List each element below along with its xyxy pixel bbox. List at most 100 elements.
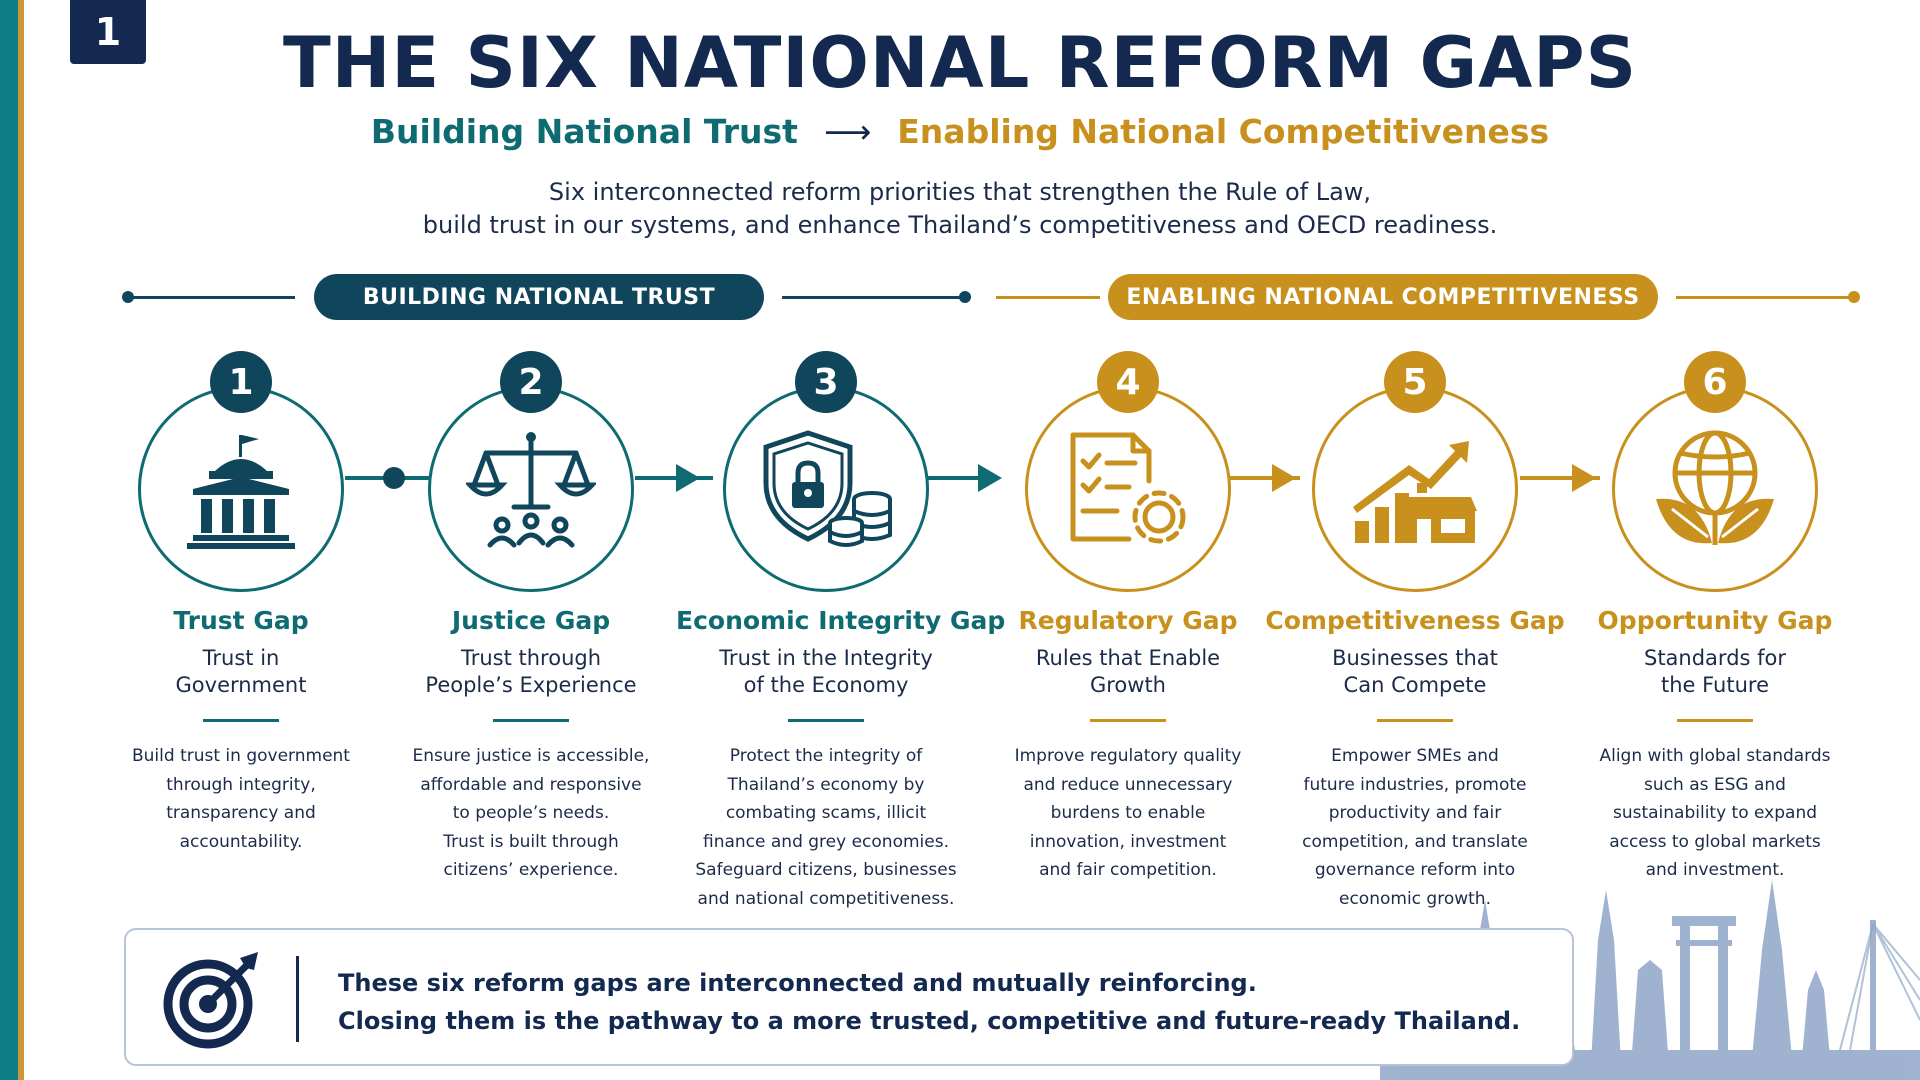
band-line — [130, 296, 295, 299]
gap-number-badge: 3 — [795, 351, 857, 413]
checklist-gear-icon — [1070, 432, 1186, 544]
desc-line: Trust is built through — [443, 831, 619, 852]
desc-line: and fair competition. — [1039, 860, 1217, 880]
desc-line: Empower SMEs and — [1331, 746, 1499, 766]
band-line — [996, 296, 1100, 299]
band-building-national-trust: BUILDING NATIONAL TRUST — [314, 274, 764, 320]
growth-chart-store-icon — [1353, 441, 1477, 543]
desc-line: future industries, promote — [1303, 774, 1527, 795]
gap-card-justice: 2 Justice Gap Trust th — [381, 348, 681, 885]
gap-description: Protect the integrity of Thailand’s econ… — [676, 742, 976, 913]
gap-number-badge: 2 — [500, 351, 562, 413]
intro-line: build trust in our systems, and enhance … — [422, 211, 1498, 239]
gap-divider — [1377, 719, 1453, 722]
gap-description: Build trust in government through integr… — [91, 742, 391, 856]
band-end-dot — [122, 291, 134, 303]
desc-line: competition, and translate — [1302, 831, 1528, 852]
desc-line: Protect the integrity of — [729, 746, 923, 766]
gap-name: Regulatory Gap — [1018, 606, 1238, 635]
gap-tagline: Standards for the Future — [1565, 645, 1865, 699]
tagline-line: Standards for — [1643, 646, 1787, 670]
desc-line: and national competitiveness. — [697, 888, 955, 909]
subtitle-arrow-icon: ⟶ — [823, 112, 872, 151]
desc-line: such as ESG and — [1644, 774, 1786, 795]
connector-arrow-icon — [978, 464, 1002, 492]
gap-card-regulatory: 4 Regulatory Gap Rules that Enable Growt… — [978, 348, 1278, 885]
tagline-line: People’s Experience — [425, 673, 637, 697]
gap-name: Trust Gap — [173, 606, 309, 635]
desc-line: economic growth. — [1339, 888, 1491, 909]
gap-number-badge: 5 — [1384, 351, 1446, 413]
connector-line — [635, 476, 713, 480]
gap-divider — [1090, 719, 1166, 722]
desc-line: finance and grey economies. — [703, 831, 949, 852]
desc-line: through integrity, — [166, 774, 316, 795]
desc-line: Safeguard citizens, businesses — [695, 860, 957, 880]
gap-card-opportunity: 6 Opportunity Gap Standards for the Futu… — [1565, 348, 1865, 885]
gap-name: Economic Integrity Gap — [676, 606, 1006, 635]
gap-tagline: Trust in the Integrity of the Economy — [676, 645, 976, 699]
tagline-line: Businesses that — [1332, 646, 1498, 670]
connector-arrow-icon — [676, 464, 700, 492]
subtitle: Building National Trust⟶Enabling Nationa… — [0, 112, 1920, 151]
desc-line: productivity and fair — [1328, 803, 1502, 823]
gap-tagline: Trust through People’s Experience — [381, 645, 681, 699]
gap-description: Align with global standards such as ESG … — [1565, 742, 1865, 885]
gap-icon-circle: 3 — [723, 351, 929, 592]
gap-divider — [203, 719, 279, 722]
government-building-icon — [187, 435, 295, 549]
desc-line: combating scams, illicit — [725, 803, 927, 823]
footer-message: These six reform gaps are interconnected… — [338, 964, 1520, 1040]
tagline-line: Rules that Enable — [1035, 646, 1221, 670]
gap-divider — [1677, 719, 1753, 722]
intro-text: Six interconnected reform priorities tha… — [0, 176, 1920, 242]
desc-line: and investment. — [1645, 860, 1785, 880]
subtitle-trust: Building National Trust — [370, 112, 798, 151]
desc-line: Build trust in government — [132, 746, 350, 766]
desc-line: innovation, investment — [1029, 831, 1227, 852]
intro-line: Six interconnected reform priorities tha… — [548, 178, 1372, 206]
desc-line: accountability. — [179, 831, 303, 852]
tagline-line: Trust through — [460, 646, 602, 670]
band-end-dot — [1848, 291, 1860, 303]
connector-arrow-icon — [1272, 464, 1296, 492]
gap-name: Competitiveness Gap — [1265, 606, 1565, 635]
desc-line: transparency and — [166, 803, 316, 823]
gap-number-badge: 4 — [1097, 351, 1159, 413]
footer-line: These six reform gaps are interconnected… — [338, 969, 1257, 997]
gap-card-economic-integrity: 3 Economic Integrity Gap Trust in the In… — [676, 348, 1006, 913]
desc-line: Improve regulatory quality — [1014, 746, 1242, 766]
band-end-dot — [959, 291, 971, 303]
desc-line: affordable and responsive — [420, 774, 642, 795]
page-number-badge: 1 — [70, 0, 146, 64]
desc-line: access to global markets — [1609, 831, 1821, 852]
connector-line — [1520, 476, 1600, 480]
gap-icon-circle: 4 — [1025, 351, 1231, 592]
gap-icon-circle: 6 — [1612, 351, 1818, 592]
gap-divider — [493, 719, 569, 722]
gap-icon-circle: 2 — [428, 351, 634, 592]
tagline-line: Can Compete — [1343, 673, 1487, 697]
desc-line: governance reform into — [1314, 860, 1516, 880]
connector-arrow-icon — [1572, 464, 1596, 492]
gap-tagline: Businesses that Can Compete — [1265, 645, 1565, 699]
tagline-line: Growth — [1089, 673, 1166, 697]
connector-dot — [383, 467, 405, 489]
desc-line: citizens’ experience. — [443, 860, 619, 880]
tagline-line: Trust in — [202, 646, 280, 670]
gap-number-badge: 6 — [1684, 351, 1746, 413]
connector-line — [1230, 476, 1300, 480]
gap-description: Improve regulatory quality and reduce un… — [978, 742, 1278, 885]
desc-line: Thailand’s economy by — [727, 774, 925, 795]
desc-line: Ensure justice is accessible, — [412, 746, 650, 766]
band-line — [1676, 296, 1852, 299]
gap-name: Opportunity Gap — [1597, 606, 1833, 635]
gap-tagline: Trust in Government — [91, 645, 391, 699]
gap-card-trust: 1 Trust Gap Trust in Government Build t — [91, 348, 391, 856]
connector-line — [928, 476, 998, 480]
desc-line: Align with global standards — [1599, 746, 1831, 766]
gap-divider — [788, 719, 864, 722]
tagline-line: the Future — [1660, 673, 1769, 697]
globe-leaves-icon — [1656, 430, 1774, 545]
desc-line: to people’s needs. — [452, 803, 610, 823]
